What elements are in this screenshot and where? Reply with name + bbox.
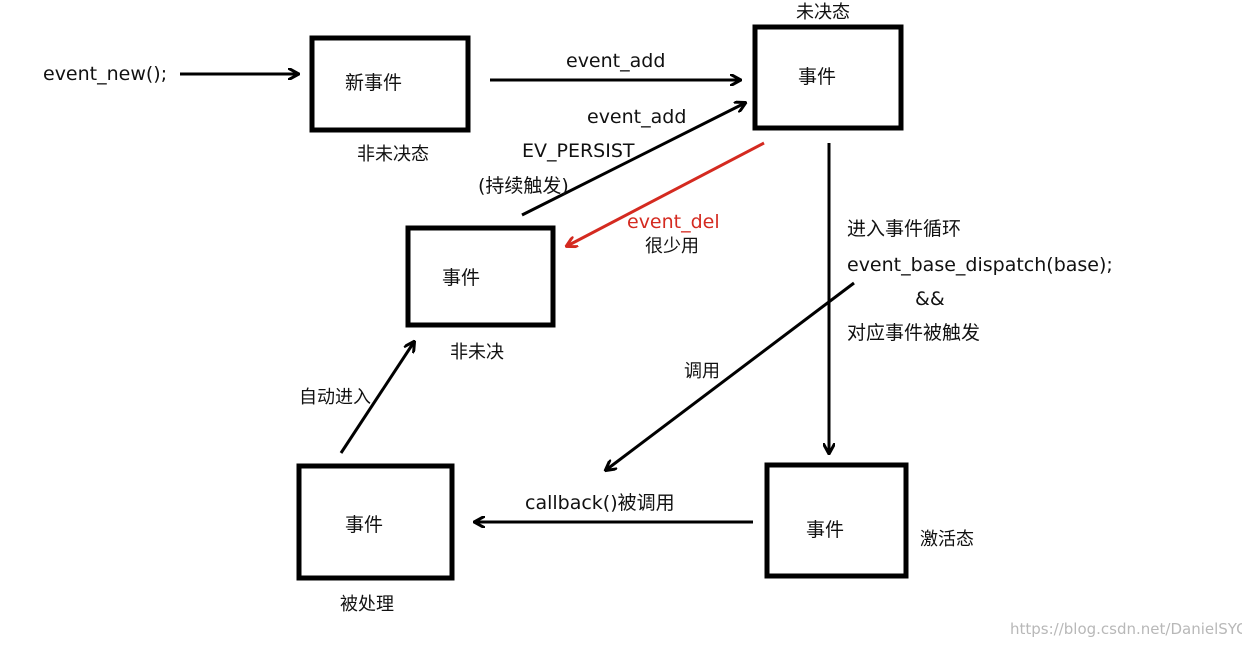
active-event-box (764, 462, 909, 579)
auto-enter-label: 自动进入 (299, 387, 371, 408)
non-pending-event-box (405, 225, 556, 328)
pending-event-label: 事件 (798, 66, 836, 88)
del-label: event_del (627, 211, 720, 233)
new-event-label: 新事件 (345, 72, 402, 94)
add-persist-call-label: event_add (587, 106, 686, 128)
pending-event-state: 未决态 (796, 2, 850, 23)
active-event-state: 激活态 (920, 529, 974, 550)
node-non-pending-event: 事件 非未决 (405, 225, 556, 363)
pending-event-box (752, 24, 904, 131)
add-persist-flag-label: EV_PERSIST (522, 140, 635, 162)
handled-event-label: 事件 (345, 514, 383, 536)
handled-event-state: 被处理 (340, 594, 394, 615)
loop-line4: 对应事件被触发 (847, 322, 980, 344)
add-persist-arrow (521, 103, 745, 217)
start-label: event_new(); (43, 63, 167, 85)
node-pending-event: 事件 未决态 (752, 2, 904, 131)
node-handled-event: 事件 被处理 (296, 463, 455, 615)
new-event-box (309, 35, 471, 133)
new-event-state: 非未决态 (357, 144, 429, 165)
invoke-label: 调用 (684, 361, 720, 382)
del-note-label: 很少用 (645, 236, 699, 257)
watermark: https://blog.csdn.net/DanielSYC (1010, 620, 1242, 638)
invoke-arrow (606, 281, 855, 470)
add-persist-note-label: (持续触发) (478, 175, 569, 197)
node-new-event: 新事件 非未决态 (309, 35, 471, 165)
loop-line3: && (915, 288, 945, 310)
add-label: event_add (566, 50, 665, 72)
non-pending-event-label: 事件 (442, 267, 480, 289)
auto-enter-arrow (339, 342, 414, 454)
active-event-label: 事件 (806, 519, 844, 541)
callback-label: callback()被调用 (525, 492, 675, 514)
node-active-event: 事件 激活态 (764, 462, 974, 579)
loop-line2: event_base_dispatch(base); (847, 254, 1113, 276)
non-pending-event-state: 非未决 (450, 342, 504, 363)
handled-event-box (296, 463, 455, 581)
del-arrow (567, 141, 765, 246)
loop-line1: 进入事件循环 (847, 218, 961, 240)
